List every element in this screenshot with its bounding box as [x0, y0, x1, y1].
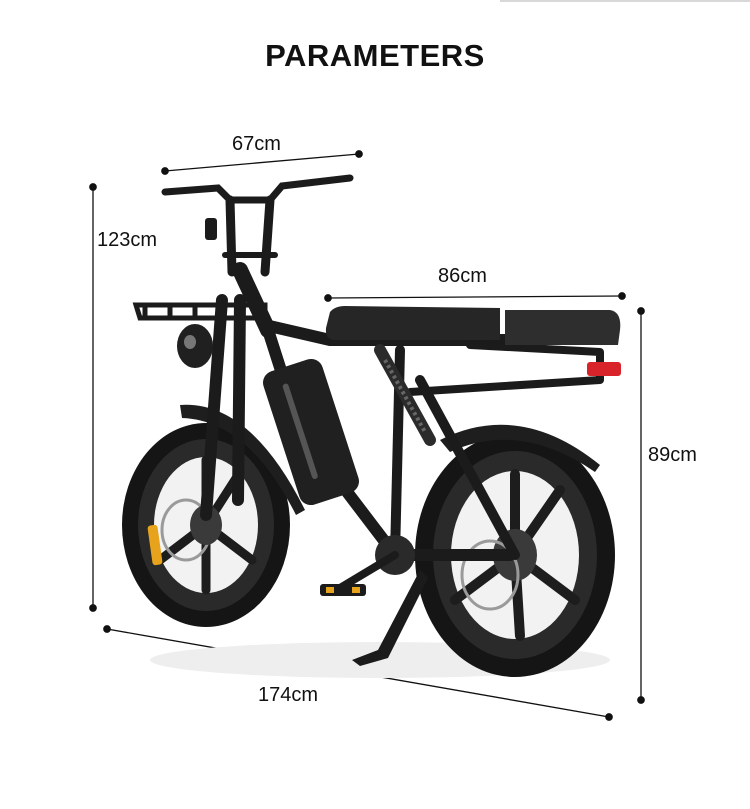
- headlight: [177, 324, 213, 368]
- rear-height-label: 89cm: [648, 444, 697, 466]
- seat-line: [327, 295, 623, 299]
- seat-front: [325, 306, 500, 340]
- tail-light: [587, 362, 621, 376]
- crank-pedal: [320, 535, 415, 596]
- width-end-dot: [355, 150, 363, 158]
- front-rack: [132, 302, 268, 321]
- control-display: [205, 218, 217, 240]
- height-end-dot: [89, 183, 97, 191]
- dimension-lines: [89, 150, 645, 721]
- kickstand: [352, 570, 428, 666]
- handlebar: [161, 174, 354, 277]
- rear-height-end-dot: [637, 696, 645, 704]
- overall-length-label: 174cm: [258, 684, 319, 706]
- handlebar-width-label: 67cm: [232, 133, 281, 155]
- front-wheel: [122, 423, 290, 627]
- height-end-dot: [89, 604, 97, 612]
- front-fork: [200, 294, 246, 521]
- page-title: PARAMETERS: [265, 38, 485, 73]
- headlight-lens: [184, 335, 196, 349]
- length-end-dot: [103, 625, 111, 633]
- rear-shock: [374, 344, 436, 446]
- seat-end-dot: [324, 294, 332, 302]
- overall-height-label: 123cm: [97, 229, 158, 251]
- seat-end-dot: [618, 292, 626, 300]
- seat-length-label: 86cm: [438, 265, 487, 287]
- seat-rear: [505, 310, 621, 345]
- top-divider: [500, 0, 750, 2]
- width-end-dot: [161, 167, 169, 175]
- battery-stripe: [282, 383, 318, 479]
- rear-height-end-dot: [637, 307, 645, 315]
- width-line: [164, 153, 360, 172]
- rear-fender: [440, 424, 600, 472]
- length-end-dot: [605, 713, 613, 721]
